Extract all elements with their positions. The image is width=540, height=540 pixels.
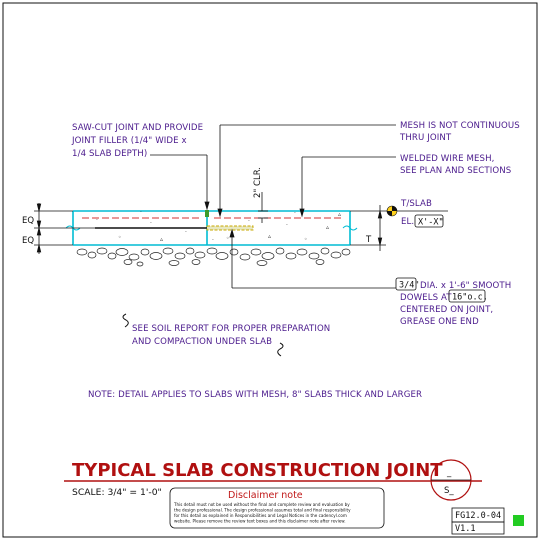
section-marker-bottom: S_	[444, 486, 454, 496]
disclaimer-line-2: the design professional. The design prof…	[174, 508, 351, 513]
saw-cut-line-3: 1/4 SLAB DEPTH)	[72, 149, 147, 159]
soil-note: SEE SOIL REPORT FOR PROPER PREPARATION A…	[122, 313, 330, 357]
sheet-number-block: FG12.0-04 V1.1	[451, 507, 505, 535]
dowel-line-3: CENTERED ON JOINT,	[400, 305, 493, 315]
clearance-label: 2" CLR.	[253, 167, 263, 198]
saw-cut-line-1: SAW-CUT JOINT AND PROVIDE	[72, 123, 203, 133]
el-value-box	[414, 214, 444, 228]
section-marker: _ S_	[430, 459, 472, 501]
dowel-size: 3/4"	[399, 281, 419, 291]
dowel-spacing-box	[448, 289, 486, 303]
dowels-at: DOWELS AT	[400, 293, 452, 303]
svg-text:◦: ◦	[304, 236, 308, 243]
eq-dimension	[34, 203, 95, 254]
disclaimer-box	[169, 487, 385, 529]
svg-text:◦: ◦	[118, 234, 122, 241]
dowel-note: 3/4" DIA. x 1'-6" SMOOTH DOWELS AT 16"o.…	[395, 277, 511, 327]
gravel-base	[76, 247, 351, 267]
svg-text:·: ·	[185, 229, 187, 236]
soil-line-2: AND COMPACTION UNDER SLAB	[132, 337, 272, 347]
mesh-not-continuous-line-2: THRU JOINT	[399, 133, 452, 143]
detail-applies-note: NOTE: DETAIL APPLIES TO SLABS WITH MESH,…	[88, 390, 422, 400]
dowel-size-box	[395, 277, 417, 291]
disclaimer-line-3: for this detail as explained in Responsi…	[174, 513, 347, 518]
soil-mark-1	[122, 313, 129, 328]
svg-text:·: ·	[96, 217, 98, 224]
saw-cut-line-2: JOINT FILLER (1/4" WIDE x	[71, 136, 187, 146]
leaders	[150, 124, 396, 289]
eq-top-label: EQ	[22, 216, 34, 226]
slab-section: · ◦ · ▵ · ◦ · ▵ · ◦ ▵ · · ▵ · 2" CLR. EQ EQ	[22, 167, 448, 267]
t-label: T	[365, 235, 372, 245]
soil-mark-2	[277, 342, 284, 357]
eq-bottom-label: EQ	[22, 236, 34, 246]
drawing-title: TYPICAL SLAB CONSTRUCTION JOINT	[72, 460, 443, 481]
mesh-not-continuous-line-1: MESH IS NOT CONTINUOUS	[400, 121, 520, 131]
dowel-spacing: 16"o.c.	[452, 293, 488, 303]
clearance-dim	[258, 192, 268, 223]
svg-text:·: ·	[212, 237, 214, 244]
scale-label: SCALE: 3/4" = 1'-0"	[72, 487, 162, 498]
disclaimer-heading: Disclaimer note	[228, 490, 303, 501]
saw-cut-note: SAW-CUT JOINT AND PROVIDE JOINT FILLER (…	[71, 123, 203, 159]
welded-wire-line-1: WELDED WIRE MESH,	[400, 154, 494, 164]
welded-wire-note: WELDED WIRE MESH, SEE PLAN AND SECTIONS	[400, 154, 511, 176]
concrete-aggregate: · ◦ · ▵ · ◦ · ▵ · ◦ ▵ · · ▵ ·	[96, 209, 341, 244]
dowel-line-1: DIA. x 1'-6" SMOOTH	[420, 281, 511, 291]
svg-text:▵: ▵	[338, 211, 341, 218]
svg-text:·: ·	[150, 220, 152, 227]
el-value: X'-X"	[418, 218, 444, 228]
welded-wire-line-2: SEE PLAN AND SECTIONS	[400, 166, 511, 176]
t-dimension	[350, 205, 448, 251]
tslab-label: T/SLAB	[400, 199, 432, 209]
mesh-note: MESH IS NOT CONTINUOUS THRU JOINT	[399, 121, 520, 143]
status-indicator	[513, 515, 524, 526]
el-prefix: EL.	[401, 217, 414, 227]
sheet-version: V1.1	[455, 524, 475, 534]
svg-text:·: ·	[294, 210, 296, 217]
svg-text:·: ·	[286, 222, 288, 229]
svg-text:▵: ▵	[268, 233, 271, 240]
svg-text:▵: ▵	[160, 236, 163, 243]
svg-text:·: ·	[248, 218, 250, 225]
section-marker-top: _	[446, 468, 452, 478]
disclaimer-line-4: website. Please remove the review text b…	[174, 519, 346, 524]
svg-text:·: ·	[140, 209, 142, 216]
saw-cut-filler	[205, 210, 209, 217]
svg-text:◦: ◦	[226, 235, 230, 242]
elevation-marker	[386, 205, 398, 217]
soil-line-1: SEE SOIL REPORT FOR PROPER PREPARATION	[132, 324, 330, 334]
disclaimer-line-1: This detail must not be used without the…	[173, 502, 350, 507]
dowel-line-4: GREASE ONE END	[400, 317, 479, 327]
sheet-number: FG12.0-04	[455, 511, 501, 521]
dowel-grease-end	[206, 225, 254, 231]
svg-text:▵: ▵	[326, 224, 329, 231]
